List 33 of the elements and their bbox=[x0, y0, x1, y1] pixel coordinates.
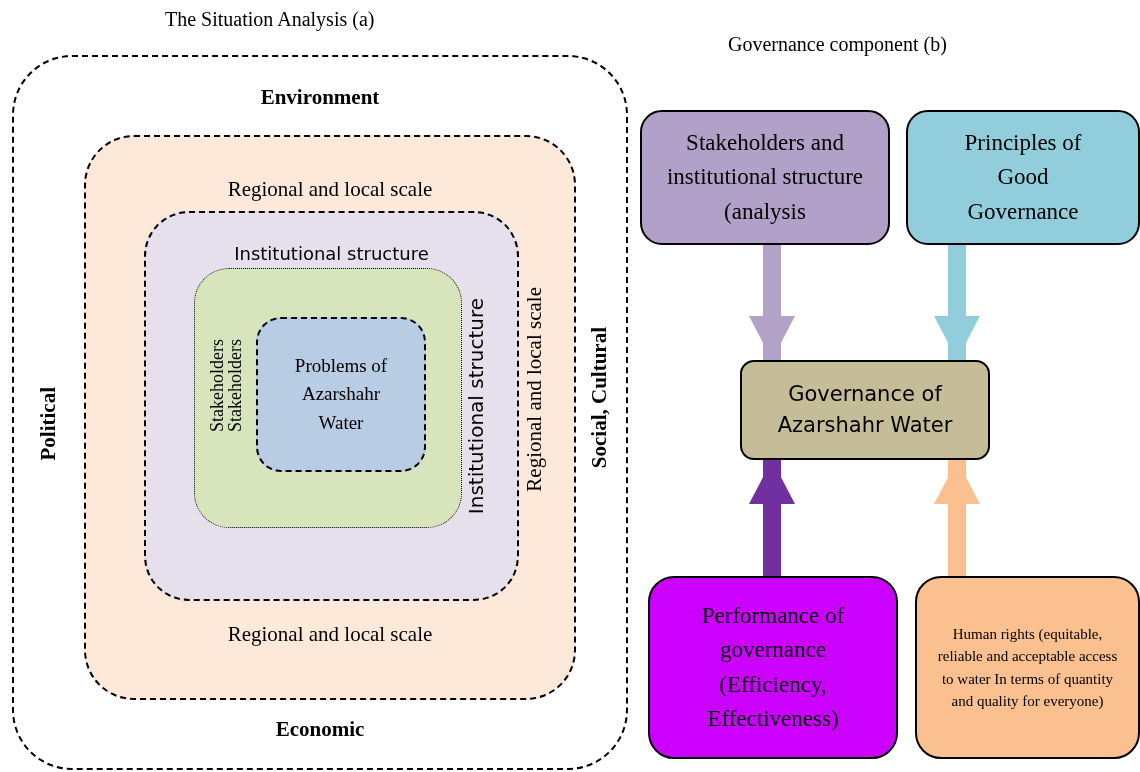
stakeholder-frame bbox=[194, 268, 462, 528]
block-arrow bbox=[749, 245, 795, 360]
central-box bbox=[740, 360, 990, 460]
side-label: Political bbox=[36, 387, 61, 461]
side-label: Social, Cultural bbox=[587, 327, 612, 469]
side-label: Regional and local scale bbox=[522, 287, 547, 492]
node-label: Governance of Azarshahr Water bbox=[776, 380, 954, 439]
scale-frame bbox=[84, 135, 576, 700]
component-box bbox=[640, 110, 890, 245]
node-label: Principles of Good Governance bbox=[963, 128, 1083, 226]
frame-label: Regional and local scale bbox=[227, 177, 433, 202]
node-label: Performance of governance (Efficiency, Effectiveness) bbox=[700, 601, 846, 733]
block-arrow bbox=[934, 245, 980, 360]
panel-heading: The Situation Analysis (a) bbox=[165, 8, 375, 31]
side-label: Stakeholders bbox=[207, 339, 228, 432]
node-label: Problems of Azarshahr Water bbox=[293, 353, 389, 435]
problem-box bbox=[256, 317, 426, 472]
component-box bbox=[915, 576, 1140, 759]
node-label: Human rights (equitable, reliable and acceptable access to water In terms of quantity and quality for everyone) bbox=[936, 624, 1119, 711]
block-arrow bbox=[934, 460, 980, 576]
institution-frame bbox=[144, 211, 519, 601]
frame-label: Regional and local scale bbox=[227, 622, 433, 647]
panel-heading: Governance component (b) bbox=[728, 33, 947, 56]
node-label: Stakeholders and institutional structure (analysis bbox=[665, 128, 865, 226]
component-box bbox=[648, 576, 898, 759]
frame-label: Environment bbox=[260, 85, 380, 110]
block-arrow bbox=[749, 460, 795, 576]
side-label: Institutional structure bbox=[464, 298, 488, 515]
context-frame bbox=[12, 55, 628, 770]
frame-label: Economic bbox=[275, 717, 365, 742]
frame-label: Institutional structure bbox=[234, 243, 429, 264]
component-box bbox=[906, 110, 1140, 245]
side-label: Stakeholders bbox=[225, 339, 246, 432]
